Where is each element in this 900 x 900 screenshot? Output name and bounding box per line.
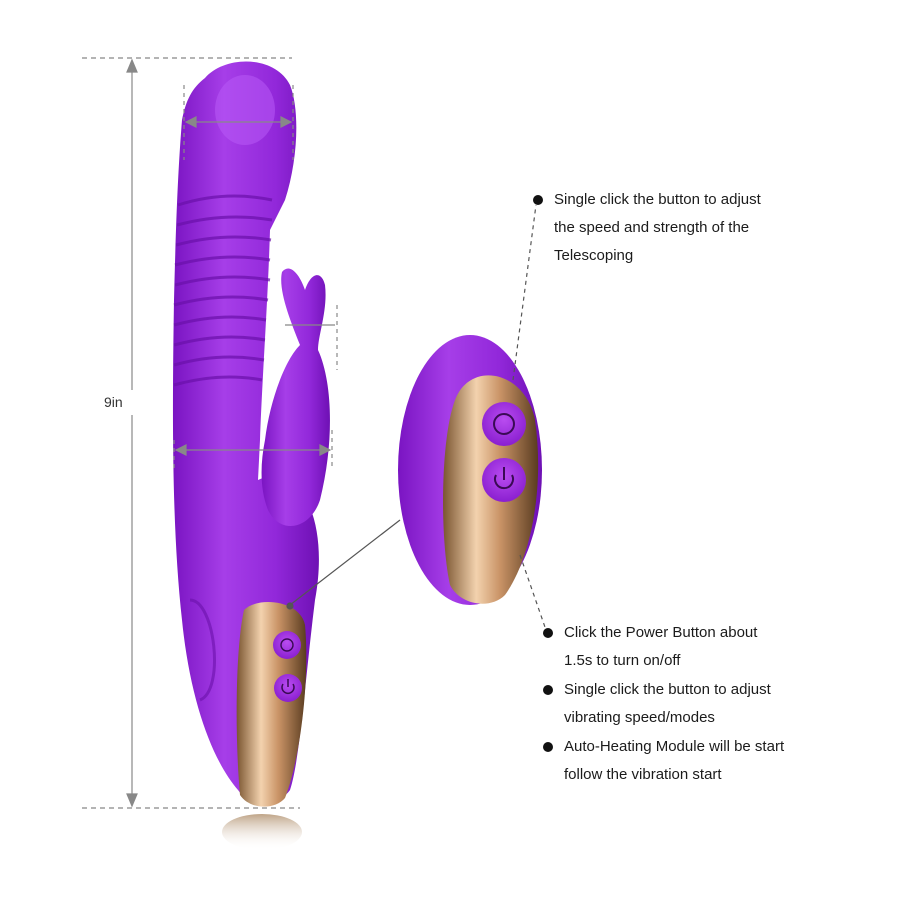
bullet-4 xyxy=(543,742,553,752)
device-body xyxy=(172,61,330,850)
annotation-power: Click the Power Button about 1.5s to tur… xyxy=(564,624,758,669)
callout-lines xyxy=(286,204,547,631)
handle-zoom-view xyxy=(398,335,542,605)
power-button[interactable] xyxy=(274,674,302,702)
width-markers xyxy=(173,85,338,470)
height-dimension xyxy=(82,57,300,809)
rotate-button[interactable] xyxy=(273,631,301,659)
annotation-vibration: Single click the button to adjust vibrat… xyxy=(564,681,771,726)
annotation-telescoping: Single click the button to adjust the sp… xyxy=(554,191,761,264)
annotation-heating: Auto-Heating Module will be start follow… xyxy=(564,738,785,783)
bullet-2 xyxy=(543,628,553,638)
zoom-rotate-button[interactable] xyxy=(482,402,526,446)
bullet-3 xyxy=(543,685,553,695)
bullet-1 xyxy=(533,195,543,205)
height-label: 9in xyxy=(104,394,123,410)
